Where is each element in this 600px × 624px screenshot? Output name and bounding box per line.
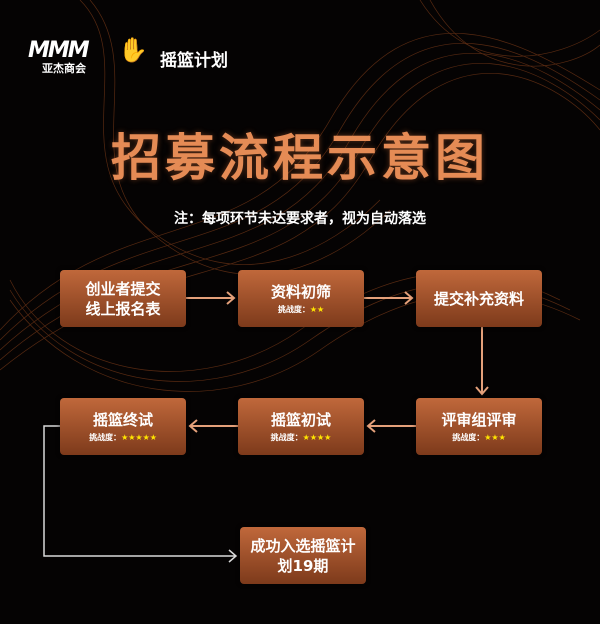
step-submit-application: 创业者提交 线上报名表 — [60, 270, 186, 327]
yajie-logo-mark: MMM — [28, 38, 90, 63]
step-initial-screening: 资料初筛 挑战度：★★ — [238, 270, 364, 327]
note-text: 注：每项环节未达要求者，视为自动落选 — [174, 211, 426, 227]
step-label: 提交补充资料 — [433, 289, 524, 308]
step-label: 成功入选摇篮计 划19期 — [250, 536, 356, 575]
difficulty-label: 挑战度： — [277, 305, 310, 314]
step-panel-review: 评审组评审 挑战度：★★★ — [416, 398, 542, 455]
difficulty-label: 挑战度： — [270, 433, 303, 442]
step-label: 摇篮初试 — [270, 411, 331, 429]
page-title: 招募流程示意图 — [111, 129, 489, 187]
step-selected: 成功入选摇篮计 划19期 — [240, 527, 366, 584]
star-rating: ★★★★ — [302, 433, 332, 442]
difficulty: 挑战度：★★★ — [452, 432, 506, 443]
arrow-2-3 — [364, 291, 414, 305]
arrow-6-7 — [43, 425, 238, 563]
cradle-plan-logo-text: 摇篮计划 — [160, 51, 228, 71]
arrow-1-2 — [186, 291, 236, 305]
step-preliminary-test: 摇篮初试 挑战度：★★★★ — [238, 398, 364, 455]
arrow-5-6 — [188, 419, 238, 433]
star-rating: ★★ — [309, 305, 325, 314]
difficulty: 挑战度：★★★★★ — [89, 432, 157, 443]
step-final-test: 摇篮终试 挑战度：★★★★★ — [60, 398, 186, 455]
arrow-3-4 — [475, 327, 489, 396]
star-rating: ★★★ — [484, 433, 506, 442]
difficulty-label: 挑战度： — [89, 433, 122, 442]
step-label: 资料初筛 — [270, 283, 331, 301]
step-supplementary-materials: 提交补充资料 — [416, 270, 542, 327]
cradle-hand-icon: ✋ — [118, 36, 148, 64]
step-label: 创业者提交 线上报名表 — [85, 279, 161, 318]
yajie-logo-text: 亚杰商会 — [42, 62, 86, 75]
step-label: 摇篮终试 — [92, 411, 153, 429]
difficulty: 挑战度：★★ — [278, 304, 324, 315]
star-rating: ★★★★★ — [121, 433, 157, 442]
difficulty: 挑战度：★★★★ — [271, 432, 332, 443]
arrow-4-5 — [366, 419, 416, 433]
difficulty-label: 挑战度： — [452, 433, 485, 442]
step-label: 评审组评审 — [441, 411, 517, 429]
